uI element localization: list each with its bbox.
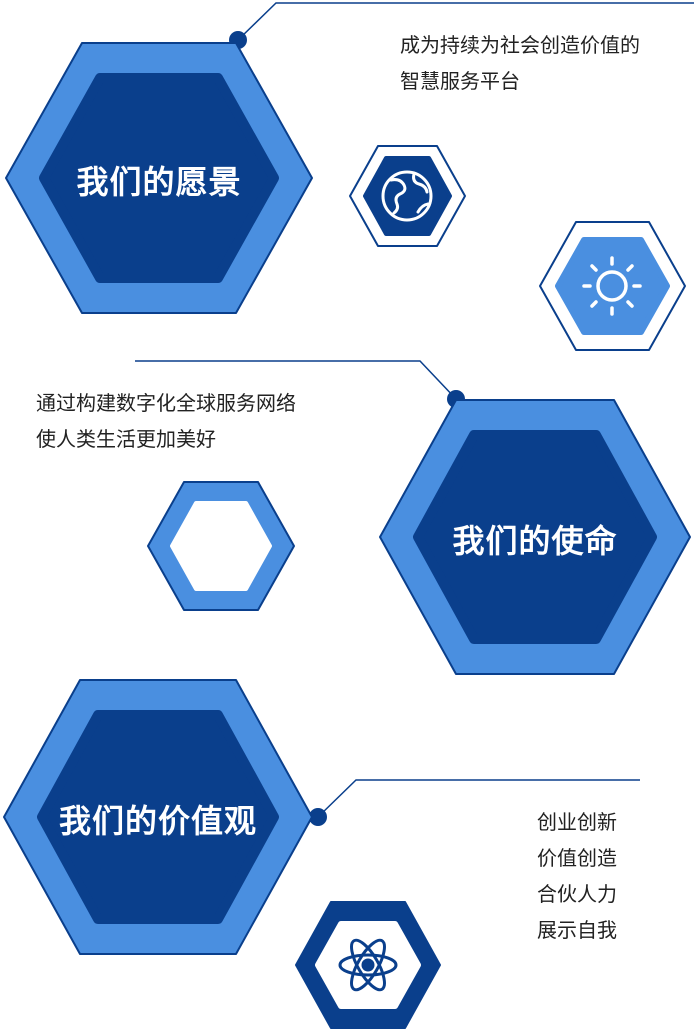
values-connector-dot [309, 808, 327, 826]
vision-description: 成为持续为社会创造价值的 智慧服务平台 [400, 27, 640, 99]
globe-hexagon [349, 145, 466, 247]
mission-title: 我们的使命 [452, 522, 618, 560]
values-description: 创业创新 价值创造 合伙人力 展示自我 [537, 804, 617, 948]
vision-line-2: 智慧服务平台 [400, 69, 520, 93]
values-line-1: 创业创新 [537, 810, 617, 834]
ring-hexagon [147, 481, 295, 611]
sun-hexagon [539, 221, 686, 351]
values-title: 我们的价值观 [58, 802, 257, 840]
vision-connector [237, 2, 694, 41]
values-line-2: 价值创造 [537, 846, 617, 870]
globe-icon [381, 170, 433, 222]
mission-line-1: 通过构建数字化全球服务网络 [36, 391, 296, 415]
values-connector [317, 779, 640, 818]
values-line-4: 展示自我 [537, 918, 617, 942]
mission-line-2: 使人类生活更加美好 [36, 427, 216, 451]
vision-hexagon [5, 42, 313, 314]
mission-connector [135, 360, 457, 400]
mission-description: 通过构建数字化全球服务网络 使人类生活更加美好 [36, 385, 296, 457]
sun-icon [582, 256, 642, 316]
values-hexagon [3, 679, 313, 955]
vision-title: 我们的愿景 [76, 163, 242, 201]
atom-icon [338, 938, 398, 992]
values-line-3: 合伙人力 [537, 882, 617, 906]
vision-line-1: 成为持续为社会创造价值的 [400, 33, 640, 57]
mission-hexagon [379, 399, 691, 675]
